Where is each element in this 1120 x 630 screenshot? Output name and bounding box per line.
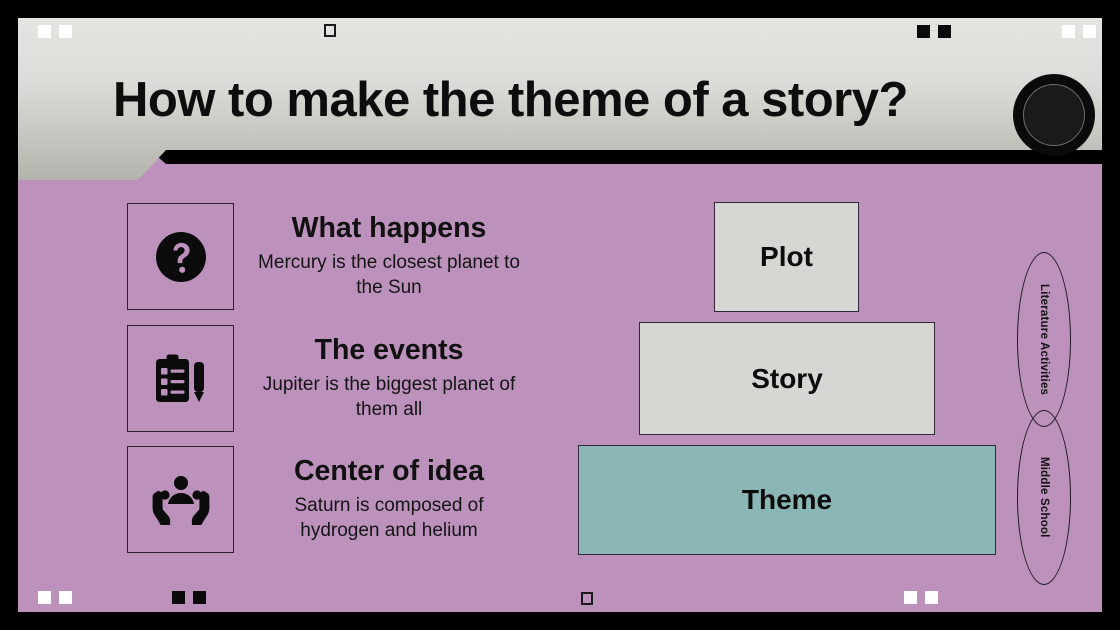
side-tag-label: Middle School (1038, 457, 1050, 538)
marker-bottom-left-inner (172, 591, 206, 604)
marker-square-hollow (324, 24, 336, 37)
feature-title: The events (314, 333, 464, 366)
side-tag-middle-school: Middle School (1017, 410, 1071, 585)
marker-square (1062, 25, 1075, 38)
page-title: How to make the theme of a story? (113, 73, 908, 127)
marker-square (59, 25, 72, 38)
marker-square (917, 25, 930, 38)
feature-icon-frame-3 (127, 446, 234, 553)
feature-description: Jupiter is the biggest planet of them al… (262, 373, 516, 420)
feature-text-1: What happens Mercury is the closest plan… (255, 211, 523, 301)
marker-top-right-inner (917, 25, 951, 38)
feature-icon-frame-1 (127, 203, 234, 310)
pyramid-level-plot: Plot (714, 202, 859, 312)
feature-icon-frame-2 (127, 325, 234, 432)
feature-description: Mercury is the closest planet to the Sun (258, 251, 520, 298)
marker-bottom-left (38, 591, 72, 604)
pyramid-level-story: Story (639, 322, 935, 435)
clipboard-checklist-pencil-icon (153, 353, 209, 405)
feature-item-3: Center of idea Saturn is composed of hyd… (127, 446, 523, 553)
marker-square (172, 591, 185, 604)
marker-top-left (38, 25, 72, 38)
marker-square (59, 591, 72, 604)
marker-square (193, 591, 206, 604)
feature-item-1: What happens Mercury is the closest plan… (127, 203, 523, 310)
feature-description: Saturn is composed of hydrogen and heliu… (294, 494, 484, 541)
marker-square (938, 25, 951, 38)
marker-square (1083, 25, 1096, 38)
slide-header: How to make the theme of a story? (18, 18, 1102, 188)
feature-text-3: Center of idea Saturn is composed of hyd… (255, 454, 523, 544)
header-underline-bar (150, 150, 1102, 164)
question-mark-circle-icon (155, 231, 207, 283)
side-tag-label: Literature Activities (1038, 283, 1050, 396)
pyramid-level-theme: Theme (578, 445, 996, 555)
feature-item-2: The events Jupiter is the biggest planet… (127, 325, 523, 432)
marker-top-right-outer (1062, 25, 1096, 38)
header-circle-badge (1013, 74, 1095, 156)
feature-title: What happens (291, 211, 487, 244)
marker-square (925, 591, 938, 604)
feature-title: Center of idea (293, 454, 485, 487)
side-tag-literature-activities: Literature Activities (1017, 252, 1071, 427)
marker-bottom-right (904, 591, 938, 604)
feature-text-2: The events Jupiter is the biggest planet… (255, 333, 523, 423)
marker-square (38, 25, 51, 38)
marker-bottom-center (581, 592, 593, 605)
hands-holding-person-icon (152, 474, 210, 526)
marker-square-hollow (581, 592, 593, 605)
marker-square (38, 591, 51, 604)
marker-top-center (324, 24, 336, 37)
marker-square (904, 591, 917, 604)
